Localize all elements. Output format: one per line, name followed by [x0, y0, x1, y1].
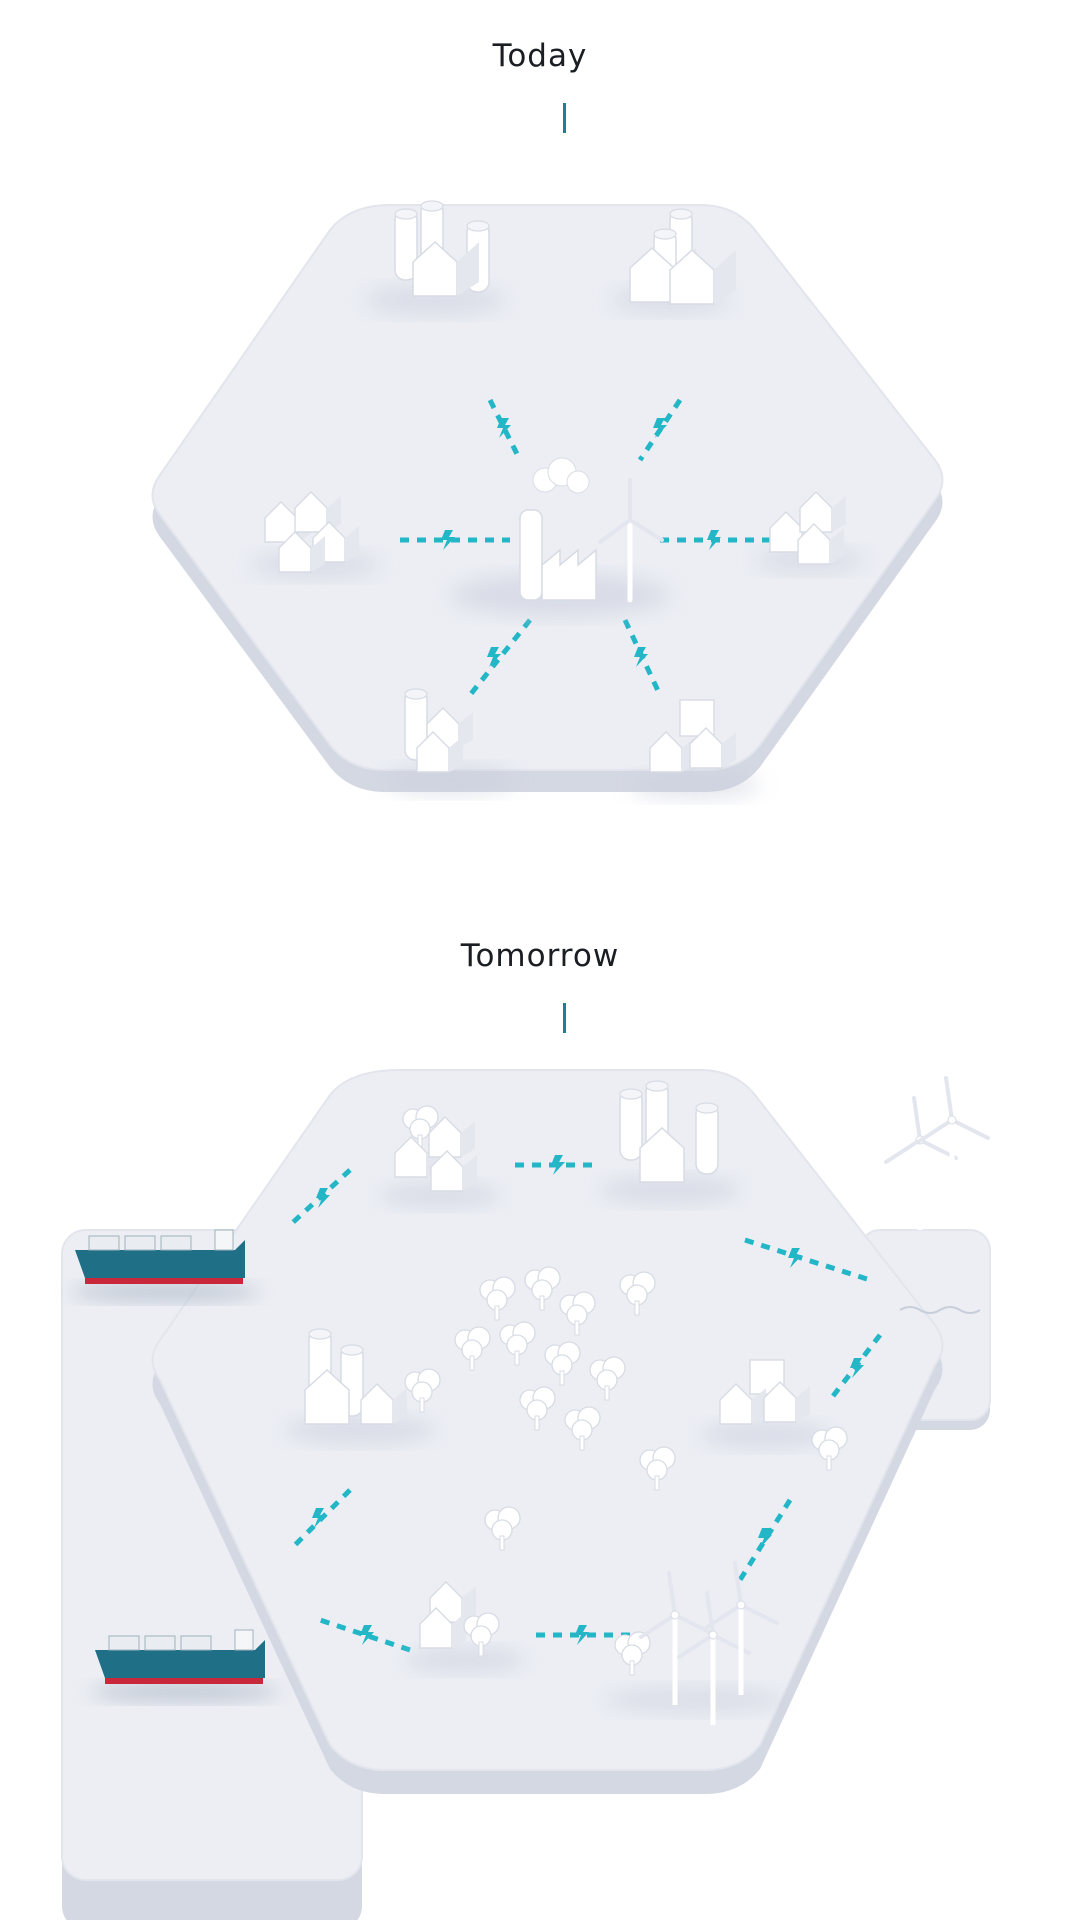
factory-icon: [450, 457, 670, 617]
ship-icon: [90, 1629, 280, 1702]
connection-line: [744, 1237, 871, 1283]
wind-turbine-icon: [598, 478, 664, 603]
tomorrow-divider: [563, 1003, 566, 1033]
wind-turbine-icon: [605, 1563, 785, 1725]
tomorrow-platform: [151, 1069, 944, 1794]
industry-icon: [700, 1359, 848, 1471]
connection-line: [487, 398, 523, 462]
tomorrow-title: Tomorrow: [460, 938, 620, 974]
industry-icon: [285, 1328, 441, 1445]
industry-icon: [600, 1080, 740, 1205]
ship-icon: [70, 1229, 260, 1302]
industry-icon: [610, 208, 737, 314]
industry-icon: [630, 699, 760, 799]
today-diagram: [151, 200, 944, 799]
houses-icon: [405, 1581, 525, 1673]
tomorrow-diagram: [61, 1069, 991, 1920]
houses-icon: [755, 491, 865, 573]
industry-icon: [365, 200, 505, 316]
today-platform: [151, 204, 944, 792]
houses-icon: [250, 491, 380, 579]
houses-icon: [380, 1105, 500, 1208]
offshore-wind-icon: [886, 1078, 988, 1314]
industry-icon: [385, 688, 515, 795]
today-divider: [563, 103, 566, 133]
today-title: Today: [492, 38, 588, 74]
